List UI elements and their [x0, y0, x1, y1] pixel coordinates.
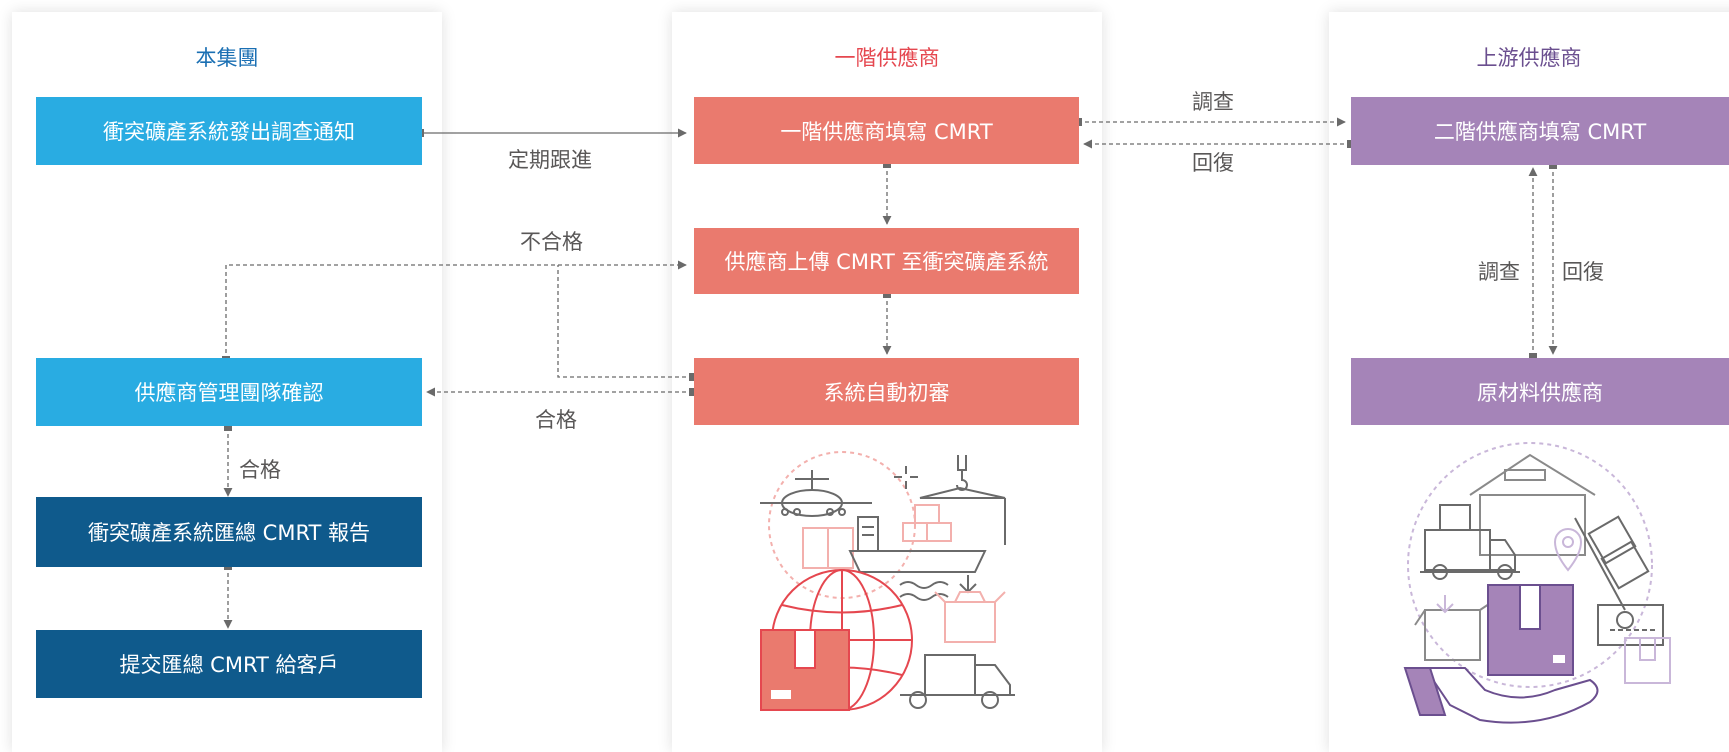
box-raw-material: 原材料供應商 [1351, 358, 1729, 425]
box-upload: 供應商上傳 CMRT 至衝突礦產系統 [694, 228, 1079, 294]
lane-title-tier1: 一階供應商 [834, 46, 940, 70]
lane-title-upstream: 上游供應商 [1476, 46, 1582, 70]
label-survey-top: 調查 [1192, 90, 1234, 114]
box-notify: 衝突礦產系統發出調查通知 [36, 97, 422, 165]
box-summary-report: 衝突礦產系統匯總 CMRT 報告 [36, 497, 422, 567]
label-pass-left: 合格 [239, 458, 281, 482]
connector-review-fail [557, 265, 693, 378]
label-pass-mid: 合格 [535, 408, 577, 432]
warehouse-delivery-illustration [1403, 442, 1671, 724]
box-team-confirm: 供應商管理團隊確認 [36, 358, 422, 426]
lane-title-group: 本集團 [195, 46, 259, 70]
box-tier2-fill: 二階供應商填寫 CMRT [1351, 97, 1729, 165]
box-submit: 提交匯總 CMRT 給客戶 [36, 630, 422, 698]
label-survey-right: 調查 [1478, 260, 1520, 284]
label-reply-top: 回復 [1192, 151, 1234, 175]
label-fail: 不合格 [520, 230, 583, 254]
box-tier1-fill: 一階供應商填寫 CMRT [694, 97, 1079, 164]
label-followup: 定期跟進 [508, 148, 592, 172]
connector-fail-team [225, 260, 687, 360]
box-auto-review: 系統自動初審 [694, 358, 1079, 425]
label-reply-right: 回復 [1562, 260, 1604, 284]
logistics-illustration [760, 451, 1015, 711]
